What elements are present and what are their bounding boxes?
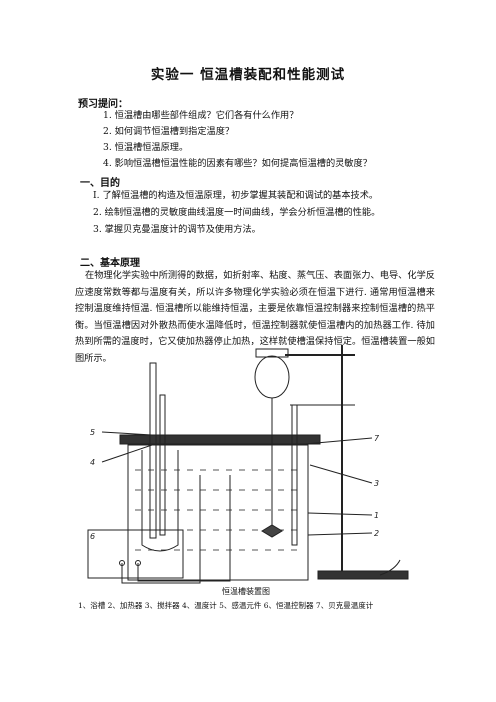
figure-legend: 1、浴槽 2、加热器 3、搅拌器 4、温度计 5、感温元件 6、恒温控制器 7、… [78,601,374,610]
purpose-heading: 一、目的 [80,178,120,189]
page-title: 实验一 恒温槽装配和性能测试 [150,67,346,83]
preview-item: 1. 恒温槽由哪些部件组成？它们各有什么作用？ [103,110,299,121]
stirrer-motor-shape [254,355,290,399]
principle-paragraph: 在物理化学实验中所测得的数据，如折射率、粘度、蒸气压、表面张力、电导、化学反应速… [75,270,435,364]
figure-label-1: 1 [374,511,379,520]
bath-tank-shape [127,444,309,581]
figure-label-2: 2 [374,529,379,538]
controller-box-shape [87,529,184,579]
figure-caption: 恒温槽装置图 [222,587,270,596]
thermostat-apparatus-diagram: 5 4 7 3 1 2 6 [87,345,409,584]
purpose-item: 2. 绘制恒温槽的灵敏度曲线温度一时间曲线，学会分析恒温槽的性能。 [93,207,381,218]
preview-item: 4. 影响恒温槽恒温性能的因素有哪些？如何提高恒温槽的灵敏度？ [103,158,372,169]
figure-label-7: 7 [374,434,380,443]
bath-lid-shape [119,434,321,445]
preview-heading: 预习提问： [78,99,128,110]
principle-heading: 二、基本原理 [80,258,140,269]
stand-base-shape [317,570,409,580]
figure-label-6: 6 [90,532,95,541]
figure-label-3: 3 [374,479,379,488]
preview-item: 2. 如何调节恒温槽到指定温度？ [103,126,235,137]
purpose-item: I. 了解恒温槽的构造及恒温原理，初步掌握其装配和调试的基本技术。 [93,190,379,201]
preview-item: 3. 恒温槽恒温原理。 [103,142,189,153]
figure-label-5: 5 [90,428,95,437]
figure-label-4: 4 [90,458,95,467]
purpose-item: 3. 掌握贝克曼温度计的调节及使用方法。 [93,224,261,235]
